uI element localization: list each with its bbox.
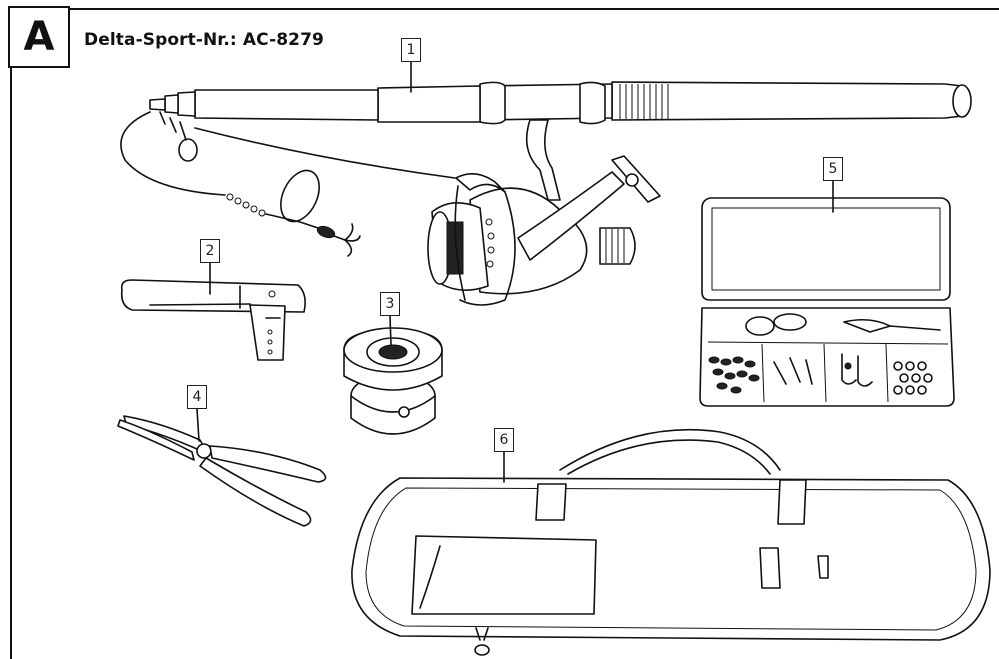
spare-spool-illustration: [343, 327, 443, 435]
callout-4: 4: [187, 385, 207, 409]
spinning-reel-illustration: [427, 119, 661, 306]
fishing-rod-illustration: [149, 81, 972, 162]
line-and-spinner-illustration: [120, 111, 456, 257]
section-letter: A: [23, 14, 55, 60]
section-marker: A: [8, 6, 70, 68]
tackle-box-illustration: [699, 197, 955, 407]
model-number-title: Delta-Sport-Nr.: AC-8279: [84, 30, 324, 50]
rod-holder-illustration: [120, 279, 306, 361]
carry-bag-illustration: [351, 428, 991, 656]
page-frame: [10, 8, 999, 659]
pliers-illustration: [117, 415, 327, 527]
